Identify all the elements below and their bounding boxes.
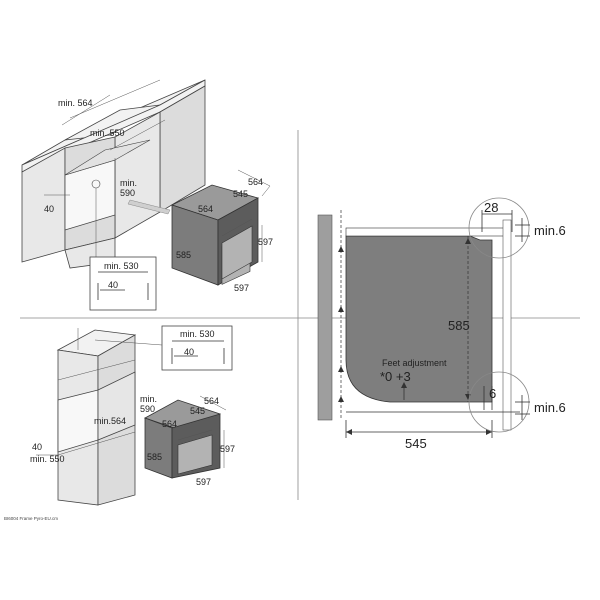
sv-bottom-min: min.6 bbox=[534, 400, 566, 415]
tl-cabinet-inner-width: min. 550 bbox=[90, 128, 125, 138]
bl-oven bbox=[144, 395, 227, 479]
bl-oven-height-front: 597 bbox=[220, 444, 235, 454]
bl-inset-box bbox=[161, 325, 233, 371]
tl-cabinet-depth: min. 564 bbox=[58, 98, 93, 108]
side-section bbox=[317, 197, 530, 438]
bl-side-offset: 40 bbox=[32, 442, 42, 452]
sv-depth: 545 bbox=[405, 436, 427, 451]
bl-inset-label: min. 530 bbox=[180, 329, 215, 339]
tl-oven-depth-body: 545 bbox=[233, 189, 248, 199]
tl-inset-value: 40 bbox=[108, 280, 118, 290]
bl-niche-height-line2: 590 bbox=[140, 404, 155, 414]
tl-oven-top-depth: 564 bbox=[248, 177, 263, 187]
tl-oven-height-body: 585 bbox=[176, 250, 191, 260]
sv-top-gap: 28 bbox=[484, 200, 498, 215]
bl-oven-depth-total: 564 bbox=[162, 419, 177, 429]
bl-oven-top-depth: 564 bbox=[204, 396, 219, 406]
sv-top-min: min.6 bbox=[534, 223, 566, 238]
tl-niche-height-line1: min. bbox=[120, 178, 137, 188]
sv-feet-label: Feet adjustment bbox=[382, 358, 447, 368]
bl-niche-depth: min.564 bbox=[94, 416, 126, 426]
sv-feet-range: *0 +3 bbox=[380, 369, 411, 384]
sv-height: 585 bbox=[448, 318, 470, 333]
tl-inset-label: min. 530 bbox=[104, 261, 139, 271]
tl-oven bbox=[170, 169, 271, 286]
tl-insert-arrow bbox=[127, 199, 171, 215]
bl-inset-value: 40 bbox=[184, 347, 194, 357]
bl-oven-width: 597 bbox=[196, 477, 211, 487]
bl-cabinet-inner-width: min. 550 bbox=[30, 454, 65, 464]
tl-oven-depth-total: 564 bbox=[198, 204, 213, 214]
bl-oven-depth-body: 545 bbox=[190, 406, 205, 416]
bl-tall-cabinet bbox=[36, 328, 137, 506]
tl-niche-height-line2: 590 bbox=[120, 188, 135, 198]
bl-niche-height-line1: min. bbox=[140, 394, 157, 404]
tl-inset-box bbox=[89, 256, 157, 311]
tl-oven-height-front: 597 bbox=[258, 237, 273, 247]
bl-oven-height-body: 585 bbox=[147, 452, 162, 462]
sv-bottom-gap: 6 bbox=[489, 386, 496, 401]
tl-side-offset: 40 bbox=[44, 204, 54, 214]
tl-oven-width: 597 bbox=[234, 283, 249, 293]
footer-caption: BI6004 Frame Pyro-EU.cm bbox=[4, 516, 58, 521]
